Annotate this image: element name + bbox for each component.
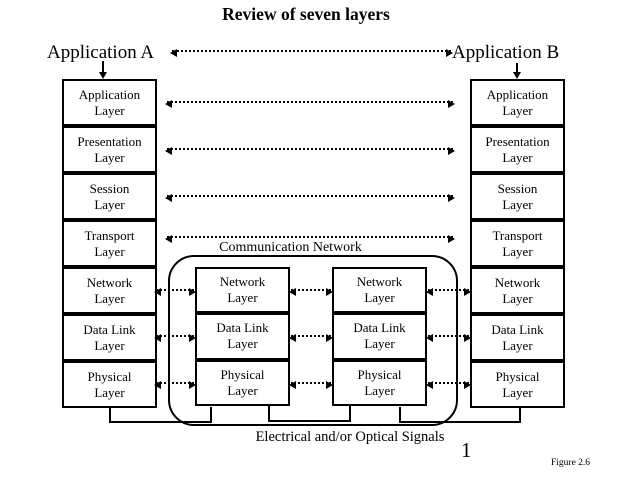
dotted-double-arrow-presentation-layer	[165, 147, 455, 155]
layer-box-presentation: Presentation Layer	[470, 126, 565, 173]
layer-box-network: Network Layer	[195, 267, 290, 314]
layer-box-data-link: Data Link Layer	[470, 314, 565, 361]
layer-box-physical: Physical Layer	[62, 361, 157, 408]
layer-box-session: Session Layer	[62, 173, 157, 220]
dotted-double-arrow-physical-right	[426, 381, 471, 389]
layer-box-network: Network Layer	[332, 267, 427, 314]
signals-caption: Electrical and/or Optical Signals	[255, 429, 445, 445]
dotted-double-arrow-physical-middle	[289, 381, 333, 389]
layer-box-session: Session Layer	[470, 173, 565, 220]
figure-caption: Figure 2.6	[551, 458, 591, 468]
layer-box-application: Application Layer	[470, 79, 565, 126]
protocol-stack-application-b: Application Layer Presentation Layer Ses…	[470, 79, 565, 408]
physical-link-bracket-left	[109, 407, 212, 423]
dotted-double-arrow-applications	[170, 49, 453, 57]
application-a-label: Application A	[47, 42, 155, 63]
application-b-label: Application B	[452, 42, 560, 63]
layer-box-data-link: Data Link Layer	[332, 313, 427, 360]
layer-box-physical: Physical Layer	[332, 359, 427, 406]
layer-box-application: Application Layer	[62, 79, 157, 126]
dotted-double-arrow-session-layer	[165, 194, 455, 202]
network-node-1-stack: Network Layer Data Link Layer Physical L…	[195, 267, 290, 406]
down-arrow-application-b	[513, 63, 521, 79]
dotted-double-arrow-network-middle	[289, 288, 333, 296]
dotted-double-arrow-application-layer	[165, 100, 455, 108]
physical-link-bracket-middle	[268, 406, 351, 422]
dotted-double-arrow-transport-layer	[165, 235, 455, 243]
communication-network-boundary	[168, 255, 458, 426]
dotted-double-arrow-datalink-right	[426, 334, 471, 342]
dotted-double-arrow-datalink-left	[154, 334, 196, 342]
physical-link-bracket-right	[399, 407, 521, 423]
layer-box-network: Network Layer	[470, 267, 565, 314]
dotted-double-arrow-datalink-middle	[289, 334, 333, 342]
layer-box-network: Network Layer	[62, 267, 157, 314]
dotted-double-arrow-network-left	[154, 288, 196, 296]
network-node-2-stack: Network Layer Data Link Layer Physical L…	[332, 267, 427, 406]
layer-box-physical: Physical Layer	[470, 361, 565, 408]
layer-box-transport: Transport Layer	[470, 220, 565, 267]
layer-box-physical: Physical Layer	[195, 359, 290, 406]
down-arrow-application-a	[99, 61, 107, 79]
page-title: Review of seven layers	[222, 4, 390, 24]
layer-box-presentation: Presentation Layer	[62, 126, 157, 173]
dotted-double-arrow-physical-left	[154, 381, 196, 389]
dotted-double-arrow-network-right	[426, 288, 471, 296]
layer-box-data-link: Data Link Layer	[62, 314, 157, 361]
slide-page-number: 1	[461, 438, 472, 462]
layer-box-data-link: Data Link Layer	[195, 313, 290, 360]
communication-network-label: Communication Network	[219, 240, 362, 255]
layer-box-transport: Transport Layer	[62, 220, 157, 267]
protocol-stack-application-a: Application Layer Presentation Layer Ses…	[62, 79, 157, 408]
